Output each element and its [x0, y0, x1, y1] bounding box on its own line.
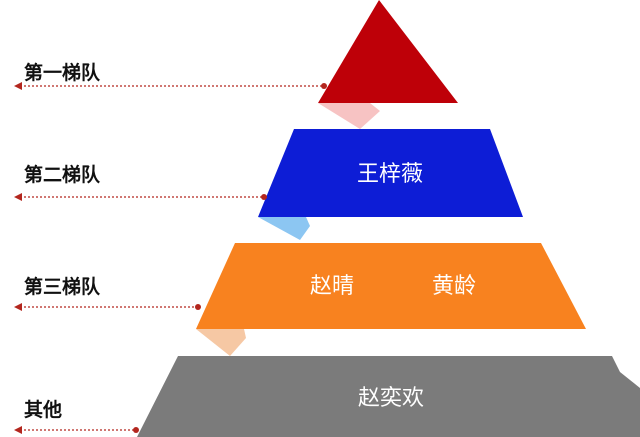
tier-3-arrowhead	[14, 303, 22, 311]
tier-1-label: 第一梯队	[24, 61, 101, 84]
tier-4-block	[137, 356, 640, 437]
tier-3-member-2: 黄龄	[432, 274, 476, 299]
tier-2-shadow	[258, 217, 310, 240]
tier-2-member: 王梓薇	[357, 162, 423, 187]
tier-2-arrow-dot	[261, 194, 267, 200]
tier-2-label: 第二梯队	[24, 163, 101, 186]
tier-3-block	[196, 243, 586, 329]
tier-4-arrowhead	[14, 426, 22, 434]
tier-4-arrow-dot	[133, 427, 139, 433]
tier-1-arrowhead	[14, 82, 22, 90]
tier-3-label: 第三梯队	[24, 275, 101, 298]
tier-2-arrowhead	[14, 193, 22, 201]
tier-4-label: 其他	[24, 398, 62, 421]
tier-2-block	[258, 129, 523, 217]
tier-3-arrow-dot	[195, 304, 201, 310]
tier-1-block	[318, 0, 458, 103]
tier-4-member: 赵奕欢	[358, 386, 424, 411]
tier-3-member-1: 赵晴	[310, 274, 354, 299]
tier-1-shadow	[318, 103, 380, 129]
tier-1-arrow-dot	[321, 83, 327, 89]
tier-3-shadow	[196, 329, 246, 356]
